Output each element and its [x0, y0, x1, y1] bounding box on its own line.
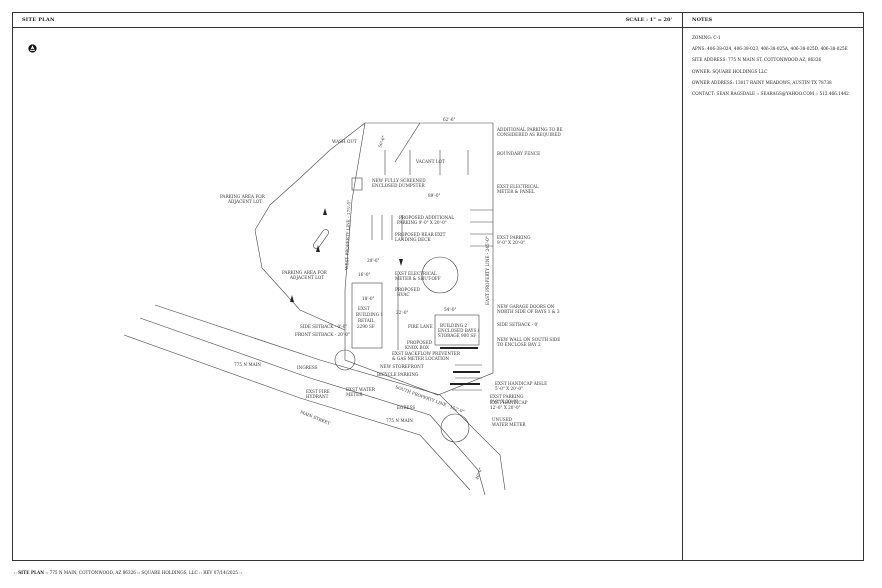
label-rear-exit-2: LANDING DECK	[395, 237, 431, 242]
label-dumpster-1: NEW FULLY SCREENED	[372, 178, 426, 183]
label-knox-1: PROPOSED	[407, 340, 433, 345]
notes-title: NOTES	[692, 17, 713, 23]
label-rear-exit-1: PROPOSED REAR EXIT	[395, 232, 446, 237]
label-east-line: EAST PROPERTY LINE - 245'-0"	[485, 236, 490, 305]
label-dim-40: 40'-0"	[474, 467, 483, 481]
label-dim-54: 54'-0"	[444, 307, 457, 312]
tree-east	[421, 256, 459, 294]
footer: :: SITE PLAN :: 775 N MAIN, COTTONWOOD, …	[14, 570, 243, 575]
label-parking-adj-mid-2: ADJACENT LOT	[289, 275, 324, 280]
label-unused-1: UNUSED	[492, 417, 513, 422]
tree-south	[334, 349, 356, 371]
notes-divider	[682, 12, 683, 561]
label-bldg2-1: BUILDING 2	[440, 323, 467, 328]
label-wall-1: NEW WALL ON SOUTH SIDE	[497, 337, 560, 342]
label-exst-parking-1: EXST PARKING	[497, 235, 531, 240]
notes-panel: ZONING: C-1 APNS: 406-38-024, 406-38-023…	[692, 32, 858, 99]
label-boundary-fence: BOUNDARY FENCE	[497, 151, 540, 156]
building-1	[351, 282, 383, 349]
label-front-setback: FRONT SETBACK - 20'-0"	[295, 332, 350, 337]
label-proposed-parking-2: PARKING 9'-0" X 20'-0"	[397, 220, 447, 225]
label-dim-20: 20'-0"	[367, 258, 380, 263]
main-street-curb	[154, 304, 506, 491]
label-side-setback-left: SIDE SETBACK - 0'-0"	[300, 324, 347, 329]
label-handicap-aisle-2: 5'-0" X 20'-0"	[495, 386, 523, 391]
label-fire-lane: FIRE LANE	[408, 324, 433, 329]
label-additional-parking-1: ADDITIONAL PARKING TO BE	[496, 127, 563, 132]
label-bldg1-4: 2290 SF	[357, 324, 375, 329]
label-additional-parking-2: CONSIDERED AS REQUIRED	[497, 132, 561, 137]
label-exst-parking-low-2: 9'-0" X 20'-0"	[490, 399, 518, 404]
label-dim-16: 16'-0"	[358, 272, 371, 277]
label-bldg1-3: RETAIL	[358, 318, 374, 323]
scale-label: SCALE : 1" = 20'	[625, 17, 672, 23]
note-owner: OWNER: SQUARE HOLDINGS LLC	[692, 68, 768, 74]
label-wall-2: TO ENCLOSE BAY 2	[497, 342, 541, 347]
label-parking-adj-mid-1: PARKING AREA FOR	[282, 270, 328, 275]
label-bldg1-1: EXST	[358, 306, 370, 311]
title-rule	[12, 27, 864, 28]
label-vacant-lot: VACANT LOT	[415, 159, 445, 164]
label-elec-2: METER & PANEL	[497, 189, 535, 194]
adjacent-lot-outline	[254, 122, 366, 331]
label-dim-18: 18'-0"	[362, 296, 375, 301]
dumpster	[351, 177, 363, 191]
label-address-lower: 775 N MAIN	[386, 418, 413, 423]
label-fire-hydrant-2: HYDRANT	[306, 394, 329, 399]
label-dim-89: 89'-0"	[428, 193, 441, 198]
sheet-frame	[12, 12, 864, 561]
label-bicycle: BICYCLE PARKING	[377, 372, 419, 377]
note-site-address: SITE ADDRESS: 775 N MAIN ST, COTTONWOOD …	[692, 57, 822, 63]
north-arrow-icon	[28, 44, 37, 53]
footer-label: SITE PLAN	[18, 570, 45, 575]
note-owner-address: OWNER ADDRESS: 13017 RAINY MEADOWS, AUST…	[692, 79, 832, 85]
label-dim-22: 22'-0"	[396, 310, 409, 315]
label-fire-hydrant-1: EXST FIRE	[306, 389, 330, 394]
label-handicap-low-2: 12'-0" X 20'-0"	[490, 405, 521, 410]
note-apns: APNS: 406-38-024, 406-38-023, 406-38-025…	[692, 46, 848, 52]
label-garage-1: NEW GARAGE DOORS ON	[497, 304, 555, 309]
label-west-line: WEST PROPERTY LINE - 175'-0"	[344, 200, 351, 270]
footer-details: :: 775 N MAIN, COTTONWOOD, AZ 86326 :: S…	[45, 570, 243, 575]
label-parking-adj-top-1: PARKING AREA FOR	[220, 194, 266, 199]
label-storefront: NEW STOREFRONT	[380, 364, 424, 369]
label-water-meter-2: METER	[346, 392, 363, 397]
label-wash-out: WASH OUT	[332, 139, 357, 144]
label-elec-shut-2: METER & SHUT-OFF	[395, 276, 441, 281]
label-parking-adj-top-2: ADJACENT LOT	[227, 199, 262, 204]
label-backflow-2: & GAS METER LOCATION	[392, 356, 449, 361]
label-unused-2: WATER METER	[492, 422, 526, 427]
label-bldg1-2: BUILDING 1	[356, 312, 383, 317]
label-handicap-aisle-1: EXST HANDICAP AISLE	[495, 381, 547, 386]
label-egress: EGRESS	[397, 405, 415, 410]
sheet-title: SITE PLAN	[22, 17, 55, 23]
label-exst-parking-2: 9'-0" X 20'-0"	[497, 240, 525, 245]
label-handicap-low-1: EXST HANDICAP	[490, 400, 528, 405]
label-address-upper: 775 N MAIN	[234, 362, 261, 367]
label-dim-top: 62'-6"	[443, 117, 456, 122]
label-dumpster-2: ENCLOSED DUMPSTER	[372, 183, 425, 188]
label-hvac-1: PROPOSED	[395, 287, 421, 292]
label-exst-parking-low-1: EXST PARKING	[490, 394, 524, 399]
building-2	[434, 314, 480, 346]
label-proposed-parking-1: PROPOSED ADDITIONAL	[399, 215, 454, 220]
label-backflow-1: EXST BACKFLOW PREVENTER	[392, 351, 461, 356]
label-elec-shut-1: EXST ELECTRICAL	[395, 271, 437, 276]
property-boundary	[344, 122, 494, 396]
label-water-meter-1: EXST WATER	[346, 387, 376, 392]
label-dim-50: 50'-0"	[377, 135, 386, 149]
label-main-street: MAIN STREET	[300, 409, 331, 426]
label-hvac-2: HVAC	[397, 292, 410, 297]
label-garage-2: NORTH SIDE OF BAYS 1 & 3	[497, 309, 560, 314]
tree-southeast	[440, 413, 470, 443]
label-bldg2-2: ENCLOSED BAYS /	[438, 328, 480, 333]
label-side-setback-right: SIDE SETBACK - 0'	[497, 322, 538, 327]
note-contact: CONTACT: SEAN RAGSDALE :: SEARAGS@YAHOO.…	[692, 91, 849, 97]
label-ingress: INGRESS	[297, 365, 318, 370]
label-elec-1: EXST ELECTRICAL	[497, 184, 539, 189]
note-zoning: ZONING: C-1	[692, 35, 721, 40]
label-bldg2-3: STORAGE 900 SF	[438, 333, 476, 338]
label-knox-2: KNOX BOX	[405, 345, 429, 350]
